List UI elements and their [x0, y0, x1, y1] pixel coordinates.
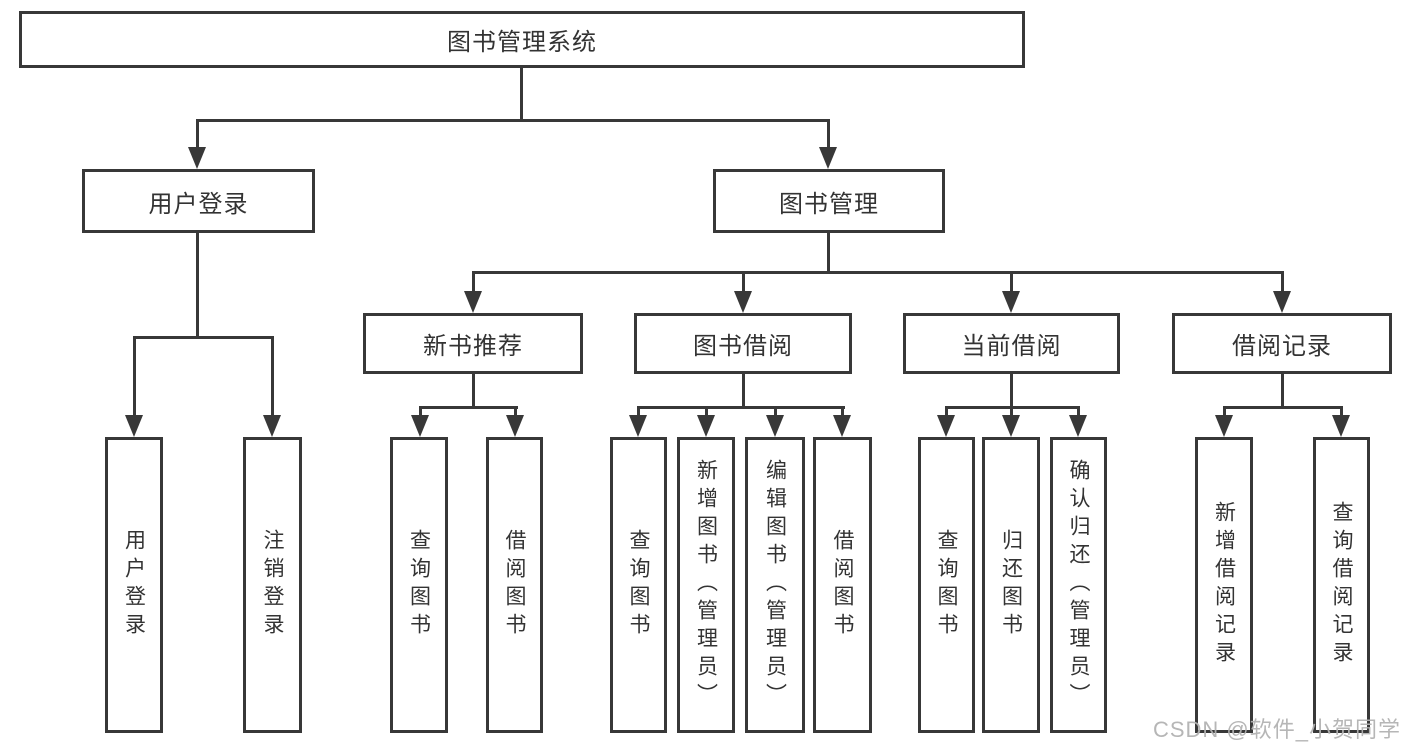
node-label: 注销登录: [261, 529, 284, 641]
connector-line: [841, 406, 844, 418]
arrow-down-icon: [1069, 415, 1087, 437]
node-label: 查询借阅记录: [1330, 501, 1353, 669]
connector-line: [774, 406, 777, 418]
arrow-down-icon: [263, 415, 281, 437]
node-label: 当前借阅: [961, 333, 1062, 360]
arrow-down-icon: [1215, 415, 1233, 437]
node-label: 用户登录: [148, 190, 249, 218]
arrow-down-icon: [1332, 415, 1350, 437]
leaf-logout: 注销登录: [243, 437, 302, 733]
connector-line: [827, 232, 830, 274]
node-label: 图书管理系统: [447, 29, 597, 56]
node-label: 借阅图书: [831, 529, 854, 641]
node-current-borrow: 当前借阅: [903, 313, 1120, 374]
arrow-down-icon: [629, 415, 647, 437]
leaf-borrow-books: 借阅图书: [813, 437, 872, 733]
node-label: 归还图书: [999, 529, 1023, 641]
connector-line: [827, 119, 830, 149]
connector-line: [271, 336, 274, 418]
connector-line: [1340, 406, 1343, 418]
arrow-down-icon: [697, 415, 715, 437]
node-label: 图书借阅: [693, 333, 793, 360]
arrow-down-icon: [1273, 291, 1291, 313]
connector-line: [133, 336, 274, 339]
connector-line: [472, 271, 475, 293]
connector-line: [472, 374, 475, 409]
leaf-query-borrow-record: 查询借阅记录: [1313, 437, 1370, 733]
arrow-down-icon: [819, 147, 837, 169]
leaf-edit-books-admin: 编辑图书（管理员）: [745, 437, 805, 733]
node-label: 编辑图书（管理员）: [763, 459, 787, 711]
node-label: 借阅图书: [503, 529, 526, 641]
leaf-add-borrow-record: 新增借阅记录: [1195, 437, 1253, 733]
arrow-down-icon: [464, 291, 482, 313]
arrow-down-icon: [833, 415, 851, 437]
connector-line: [742, 271, 745, 293]
connector-line: [196, 119, 830, 122]
node-label: 借阅记录: [1232, 333, 1332, 360]
arrow-down-icon: [188, 147, 206, 169]
leaf-query-books-borrow: 查询图书: [610, 437, 667, 733]
node-borrow-records: 借阅记录: [1172, 313, 1392, 374]
node-book-management-module: 图书管理: [713, 169, 945, 233]
leaf-borrow-books-recommend: 借阅图书: [486, 437, 543, 733]
connector-line: [133, 336, 136, 418]
connector-line: [637, 406, 640, 418]
node-label: 用户登录: [122, 529, 146, 641]
node-library-management-system: 图书管理系统: [19, 11, 1025, 68]
connector-line: [1010, 271, 1013, 293]
leaf-query-books-current: 查询图书: [918, 437, 975, 733]
arrow-down-icon: [411, 415, 429, 437]
node-user-login-module: 用户登录: [82, 169, 315, 233]
node-book-borrow: 图书借阅: [634, 313, 852, 374]
arrow-down-icon: [937, 415, 955, 437]
node-label: 新增图书（管理员）: [694, 459, 718, 711]
node-label: 确认归还（管理员）: [1067, 459, 1090, 711]
connector-line: [742, 374, 745, 409]
node-label: 图书管理: [779, 190, 879, 218]
connector-line: [1077, 406, 1080, 418]
node-label: 新书推荐: [423, 333, 523, 360]
leaf-query-books-recommend: 查询图书: [390, 437, 448, 733]
arrow-down-icon: [734, 291, 752, 313]
node-new-book-recommend: 新书推荐: [363, 313, 583, 374]
leaf-add-books-admin: 新增图书（管理员）: [677, 437, 735, 733]
node-label: 查询图书: [935, 529, 958, 641]
connector-line: [705, 406, 708, 418]
connector-line: [520, 68, 523, 122]
connector-line: [1281, 374, 1284, 409]
connector-line: [472, 271, 1284, 274]
connector-line: [1223, 406, 1226, 418]
node-label: 新增借阅记录: [1212, 501, 1236, 669]
arrow-down-icon: [766, 415, 784, 437]
arrow-down-icon: [506, 415, 524, 437]
leaf-return-books: 归还图书: [982, 437, 1040, 733]
connector-line: [196, 232, 199, 338]
node-label: 查询图书: [627, 529, 650, 641]
connector-line: [1223, 406, 1343, 409]
node-label: 查询图书: [407, 529, 431, 641]
leaf-confirm-return-admin: 确认归还（管理员）: [1050, 437, 1107, 733]
connector-line: [637, 406, 845, 409]
connector-line: [419, 406, 518, 409]
connector-line: [196, 119, 199, 149]
arrow-down-icon: [1002, 415, 1020, 437]
leaf-user-login: 用户登录: [105, 437, 163, 733]
connector-line: [1281, 271, 1284, 293]
arrow-down-icon: [125, 415, 143, 437]
connector-line: [1010, 406, 1013, 418]
connector-line: [419, 406, 422, 418]
connector-line: [1010, 374, 1013, 409]
arrow-down-icon: [1002, 291, 1020, 313]
connector-line: [945, 406, 948, 418]
connector-line: [514, 406, 517, 418]
csdn-watermark: CSDN @软件_小贺同学: [1152, 717, 1401, 742]
